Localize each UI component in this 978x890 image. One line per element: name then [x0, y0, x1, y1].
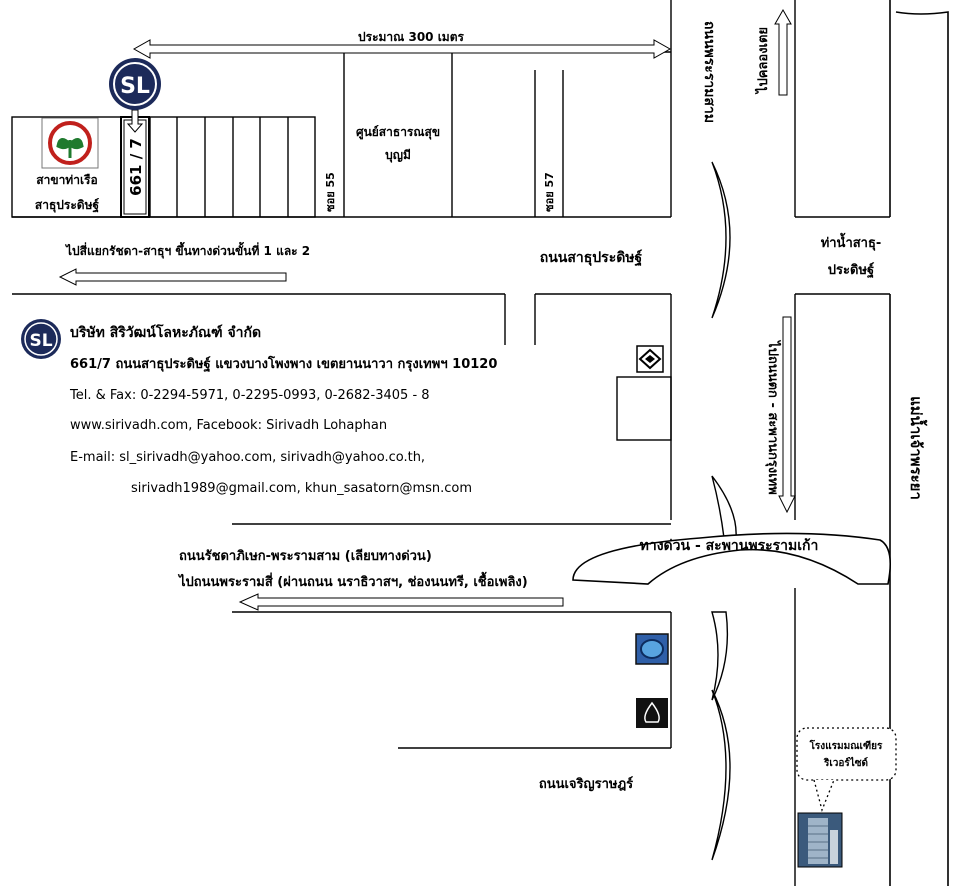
hotel-building-icon: [797, 812, 843, 868]
bank-branch-line1: สาขาท่าเรือ: [36, 173, 97, 187]
soi-57-label: ซอย 57: [543, 172, 556, 212]
map-labels: ประมาณ 300 เมตร 661 / 7 สาขาท่าเรือ สาธุ…: [35, 21, 928, 792]
company-email-line1: E-mail: sl_sirivadh@yahoo.com, sirivadh@…: [70, 450, 425, 465]
scb-bank-icon: [636, 698, 668, 728]
bank-branch-line2: สาธุประดิษฐ์: [35, 198, 100, 213]
soi-55-label: ซอย 55: [324, 172, 337, 212]
sl-logo-icon: SL: [21, 319, 61, 359]
hotel-line2: ริเวอร์ไซด์: [823, 756, 868, 769]
svg-text:SL: SL: [29, 331, 52, 351]
to-khlong-toei-label: ไปคลองเตย: [754, 27, 771, 95]
pier-line1: ท่าน้ำสาธุ-: [821, 232, 882, 251]
ratchada-road-label: ถนนรัชดาภิเษก-พระรามสาม (เลียบทางด่วน): [179, 548, 432, 564]
river-label: แม่น้ำเจ้าพระยา: [907, 396, 928, 500]
company-email-line2: sirivadh1989@gmail.com, khun_sasatorn@ms…: [131, 481, 472, 496]
company-tel: Tel. & Fax: 0-2294-5971, 0-2295-0993, 0-…: [69, 388, 430, 403]
rama3-road-label: ถนนพระรามสาม: [701, 21, 717, 123]
distance-arrow: [132, 39, 672, 59]
expressway-bridge-label: ทางด่วน - สะพานพระรามเก้า: [640, 538, 819, 554]
left-arrow-rama4: [238, 593, 564, 611]
kasikorn-bank-icon: [41, 117, 99, 169]
hotel-line1: โรงแรมมณเฑียร: [809, 739, 883, 752]
company-address: 661/7 ถนนสาธุประดิษฐ์ แขวงบางโพงพาง เขตย…: [70, 355, 497, 373]
bangkok-bank-icon: [636, 345, 664, 373]
company-name: บริษัท สิริวัฒน์โลหะภัณฑ์ จำกัด: [70, 323, 261, 341]
road-medians: [711, 161, 737, 861]
shop-number: 661 / 7: [127, 138, 145, 196]
left-arrow-ratchada: [58, 268, 287, 286]
arrows: [58, 8, 796, 611]
expressway-bridge: [572, 532, 891, 585]
down-arrow: [778, 316, 796, 514]
hotel-callout: [796, 727, 897, 813]
to-tok-bridge-label: ไปถนนตก - สะพานกรุงเทพ: [765, 339, 782, 495]
sathu-road-label: ถนนสาธุประดิษฐ์: [540, 249, 643, 267]
company-web: www.sirivadh.com, Facebook: Sirivadh Loh…: [70, 418, 387, 433]
river-banks: [889, 0, 949, 886]
to-rama4-label: ไปถนนพระรามสี่ (ผ่านถนน นราธิวาสฯ, ช่องน…: [177, 571, 528, 590]
shop-arrow: [126, 109, 144, 133]
distance-label: ประมาณ 300 เมตร: [358, 30, 464, 44]
to-ratchada-label: ไปสี่แยกรัชดา-สาธุฯ ขึ้นทางด่วนขั้นที่ 1…: [64, 241, 310, 259]
health-center-line1: ศูนย์สาธารณสุข: [356, 125, 440, 140]
health-center-line2: บุญมี: [385, 148, 411, 163]
sl-logo-icon: SL: [109, 58, 161, 110]
krungthai-bank-icon: [635, 633, 669, 665]
charoen-rat-road-label: ถนนเจริญราษฎร์: [539, 776, 633, 792]
svg-text:SL: SL: [120, 74, 150, 99]
up-arrow: [774, 8, 792, 96]
pier-line2: ประดิษฐ์: [828, 262, 874, 279]
road-lines: [11, 0, 890, 886]
